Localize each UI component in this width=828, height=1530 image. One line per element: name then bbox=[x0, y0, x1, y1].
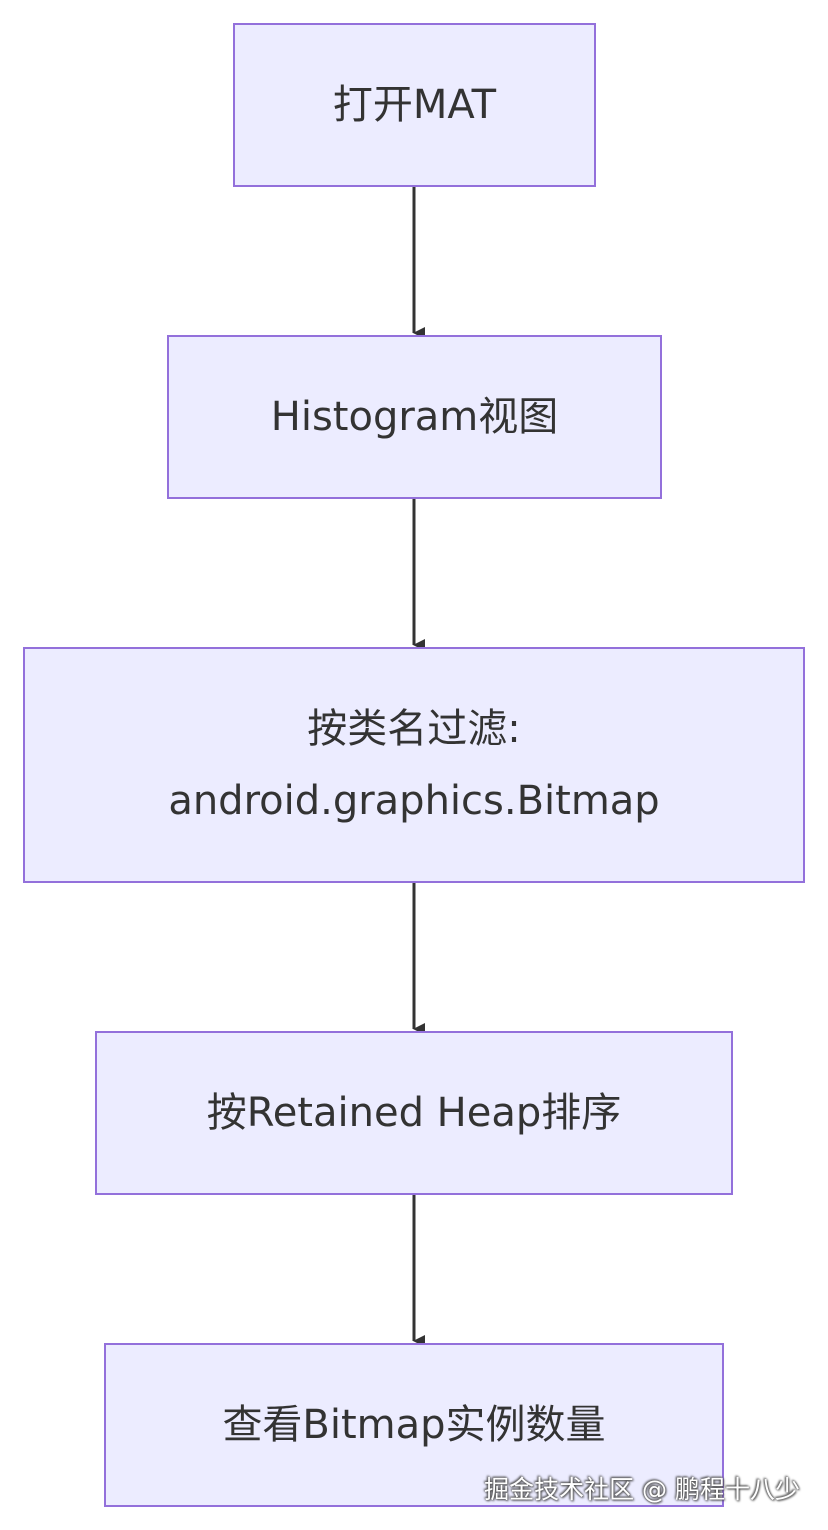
step-label-line-1: 按类名过滤: bbox=[307, 706, 521, 752]
step-label: 按Retained Heap排序 bbox=[206, 1090, 622, 1136]
step-histogram-view: Histogram视图 bbox=[167, 335, 662, 499]
step-label-line-2: android.graphics.Bitmap bbox=[168, 778, 660, 824]
watermark: 掘金技术社区 @ 鹏程十八少 bbox=[484, 1475, 800, 1504]
step-label: 查看Bitmap实例数量 bbox=[222, 1402, 606, 1448]
step-label: Histogram视图 bbox=[270, 394, 559, 440]
step-label: 打开MAT bbox=[332, 82, 497, 128]
step-view-bitmap-count: 查看Bitmap实例数量 bbox=[104, 1343, 724, 1507]
step-filter-by-class: 按类名过滤: android.graphics.Bitmap bbox=[23, 647, 805, 883]
step-open-mat: 打开MAT bbox=[233, 23, 596, 187]
step-sort-retained-heap: 按Retained Heap排序 bbox=[95, 1031, 733, 1195]
